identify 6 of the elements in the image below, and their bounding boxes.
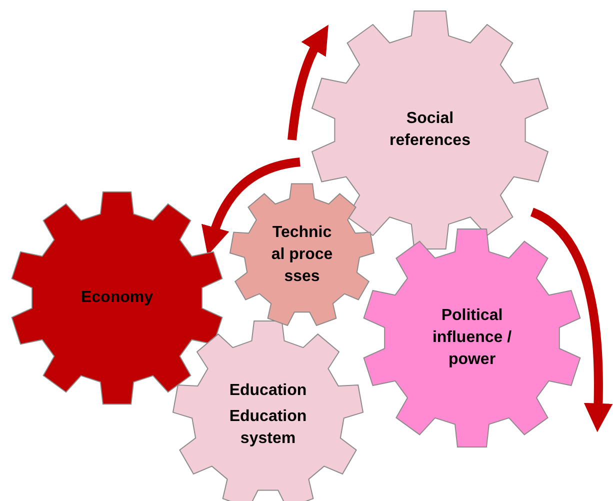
gear-label: Technical processes	[270, 223, 334, 287]
gear-label: Political influence / power	[431, 306, 513, 370]
gear-label: Social references	[388, 109, 472, 151]
gear-label: Education system	[228, 407, 308, 449]
gear-label: Education	[229, 381, 307, 401]
gear-label: Economy	[80, 288, 153, 308]
